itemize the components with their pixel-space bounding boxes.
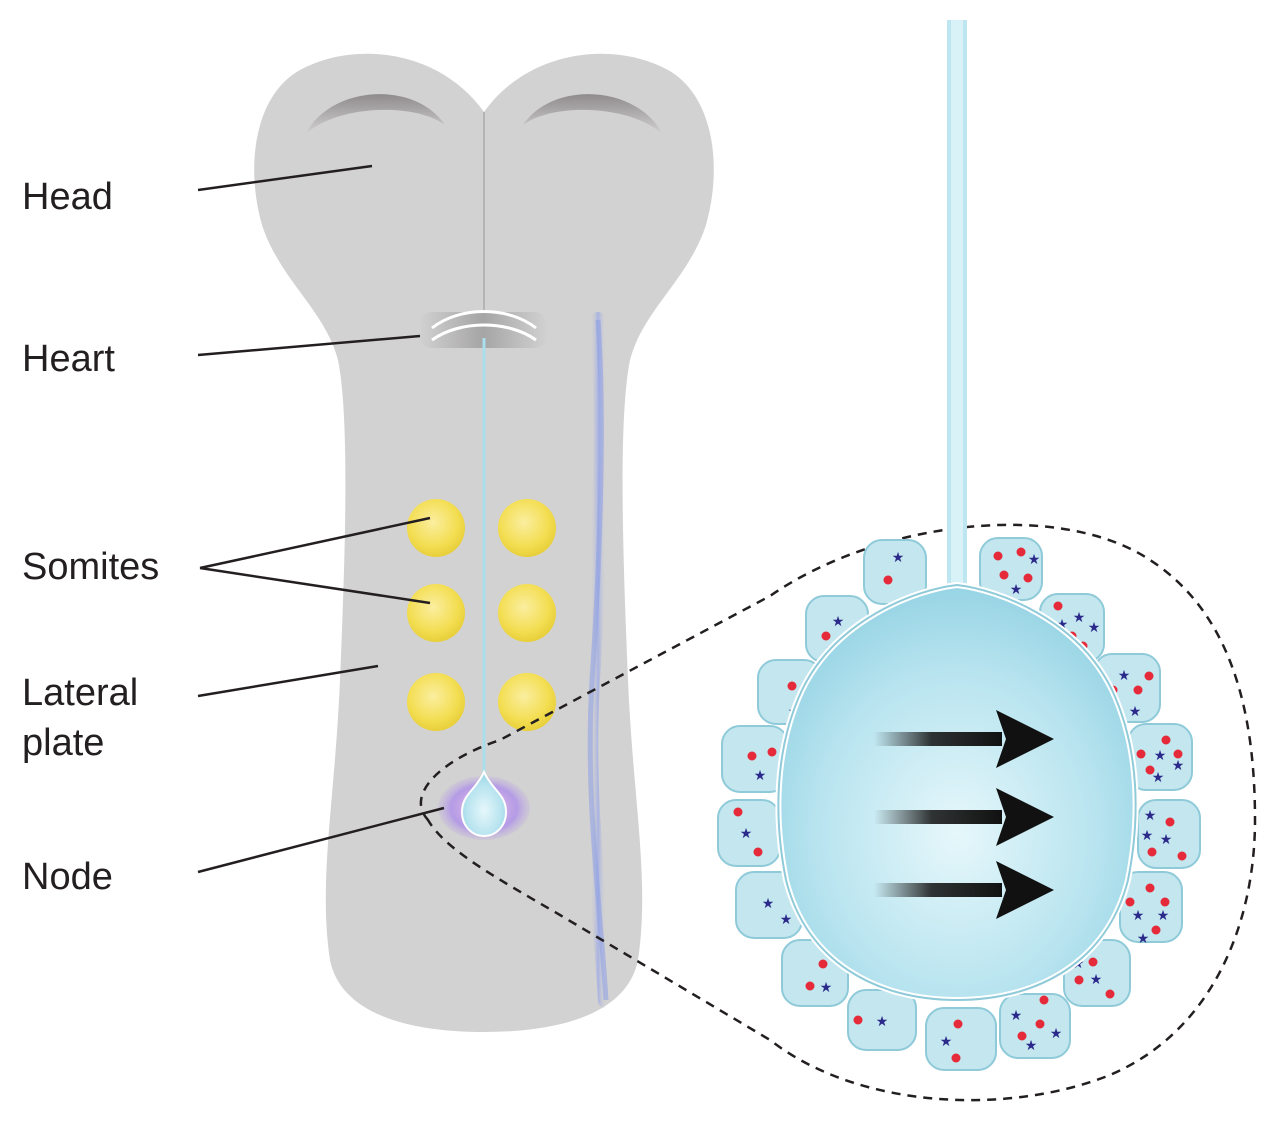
head-fold-right (523, 94, 663, 135)
svg-text:★: ★ (832, 614, 845, 630)
somite (498, 584, 556, 642)
svg-text:★: ★ (1152, 770, 1165, 786)
heart-structure (418, 310, 548, 348)
svg-text:★: ★ (754, 768, 767, 784)
label-lateral-plate: Lateral plate (22, 668, 138, 768)
label-heart: Heart (22, 338, 115, 380)
label-head: Head (22, 176, 113, 218)
leader-line-somites-2 (199, 566, 431, 605)
somites-group (407, 499, 556, 731)
right-arrow-icon (874, 788, 1054, 846)
zoom-callout-outline (419, 523, 1257, 1102)
somite (498, 673, 556, 731)
svg-text:★: ★ (820, 980, 833, 996)
svg-text:★: ★ (1010, 1008, 1023, 1024)
svg-text:★: ★ (1090, 972, 1103, 988)
svg-text:★: ★ (1025, 1038, 1038, 1054)
label-somites: Somites (22, 546, 160, 588)
svg-text:★: ★ (1118, 668, 1131, 684)
somite (407, 584, 465, 642)
cell-markers: ★ ★★ ★★ ★★★★ ★ ★★★ ★ ★★★ ★ ★★★ ★★ ★★★ ★ … (733, 547, 1187, 1063)
node-small (438, 769, 530, 840)
svg-text:★: ★ (1157, 908, 1170, 924)
svg-text:★: ★ (1132, 908, 1145, 924)
svg-text:★: ★ (780, 912, 793, 928)
svg-text:★: ★ (1137, 931, 1150, 947)
label-node: Node (22, 856, 113, 898)
somite (498, 499, 556, 557)
svg-text:★: ★ (740, 826, 753, 842)
label-lateral-plate-line1: Lateral (22, 672, 139, 714)
svg-text:★: ★ (876, 1014, 889, 1030)
leader-line-head (197, 164, 373, 192)
svg-text:★: ★ (1141, 828, 1154, 844)
cell (925, 1007, 997, 1071)
right-arrow-icon (874, 710, 1054, 768)
leader-line-lateral-plate (197, 664, 379, 698)
svg-text:★: ★ (1154, 748, 1167, 764)
leader-line-heart (197, 334, 421, 357)
svg-text:★: ★ (1050, 1026, 1063, 1042)
right-arrow-icon (874, 861, 1054, 919)
svg-text:★: ★ (1028, 552, 1041, 568)
leader-lines (197, 164, 445, 874)
node-cells (717, 537, 1201, 1071)
somite (407, 673, 465, 731)
svg-text:★: ★ (1129, 704, 1142, 720)
svg-text:★: ★ (1144, 808, 1157, 824)
svg-text:★: ★ (1172, 758, 1185, 774)
flow-arrows (874, 710, 1054, 919)
somite (407, 499, 465, 557)
cell (999, 993, 1071, 1059)
svg-text:★: ★ (1088, 620, 1101, 636)
svg-text:★: ★ (1160, 832, 1173, 848)
svg-text:★: ★ (762, 896, 775, 912)
leader-line-node (197, 806, 445, 874)
head-fold-left (305, 94, 445, 135)
label-lateral-plate-line2: plate (22, 722, 105, 764)
leader-line-somites-1 (199, 516, 431, 570)
svg-text:★: ★ (940, 1034, 953, 1050)
svg-text:★: ★ (892, 550, 905, 566)
svg-text:★: ★ (1073, 610, 1086, 626)
svg-text:★: ★ (1010, 582, 1023, 598)
